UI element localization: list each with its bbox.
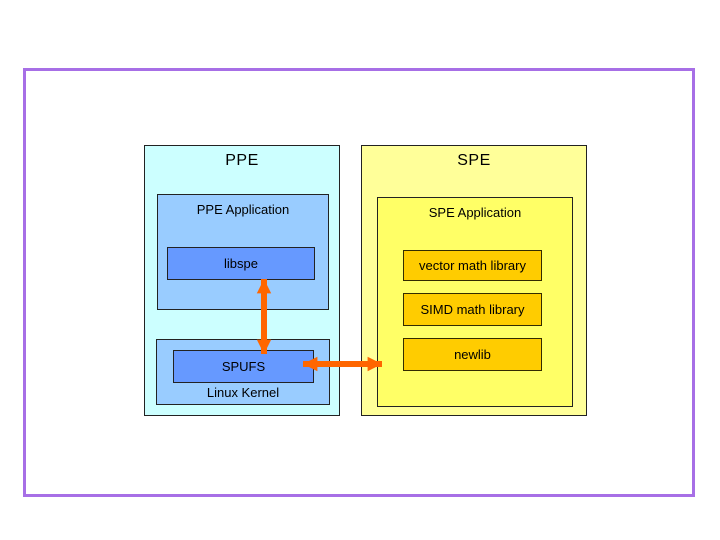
- spe-application-title: SPE Application: [428, 205, 522, 220]
- slide-frame: [23, 68, 695, 497]
- libspe-label: libspe: [224, 256, 258, 271]
- ppe-title: PPE: [225, 152, 259, 169]
- linux-kernel-label: Linux Kernel: [206, 385, 280, 400]
- newlib-box: newlib: [403, 338, 542, 371]
- spufs-box: SPUFS: [173, 350, 314, 383]
- spe-title: SPE: [457, 152, 491, 169]
- vector-math-library-label: vector math library: [419, 258, 526, 273]
- newlib-label: newlib: [454, 347, 491, 362]
- simd-math-library-label: SIMD math library: [420, 302, 525, 317]
- vector-math-library-box: vector math library: [403, 250, 542, 281]
- ppe-application-title: PPE Application: [196, 202, 290, 217]
- simd-math-library-box: SIMD math library: [403, 293, 542, 326]
- spufs-label: SPUFS: [221, 359, 266, 374]
- libspe-box: libspe: [167, 247, 315, 280]
